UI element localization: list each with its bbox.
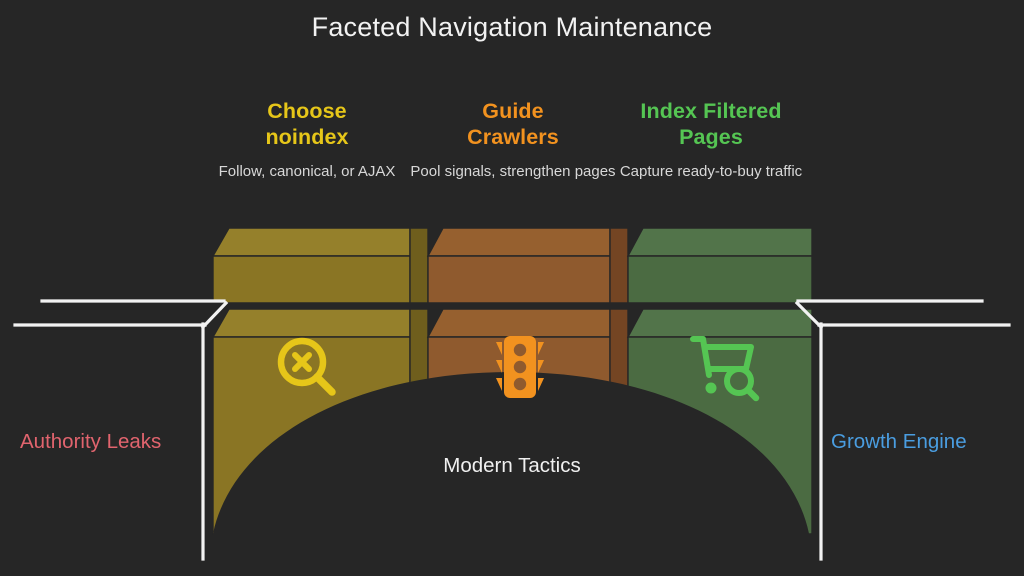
block-side-face — [409, 308, 429, 535]
block-group-index-filtered-pages — [609, 227, 813, 535]
cart-search-icon — [690, 336, 760, 402]
column-heading: Guide Crawlers — [398, 98, 628, 150]
arch-label: Modern Tactics — [443, 454, 581, 477]
block-side-face — [609, 308, 629, 535]
pylon-diagonal-right — [794, 300, 824, 330]
block-front-face — [212, 255, 411, 304]
page-title: Faceted Navigation Maintenance — [311, 12, 713, 42]
block-top-face — [426, 227, 611, 257]
block-front-face — [212, 336, 411, 535]
column-subtitle: Capture ready-to-buy traffic — [619, 163, 803, 180]
column-heading-line-2: Crawlers — [467, 125, 559, 149]
block-top-face — [426, 308, 611, 338]
road-lines-left — [13, 299, 229, 561]
road-lines-right — [794, 299, 1011, 561]
block-front-face — [627, 255, 813, 304]
block-side-face — [409, 227, 429, 304]
column-guide-crawlers: Guide Crawlers Pool signals, strengthen … — [398, 98, 628, 182]
block-top-face — [211, 227, 411, 257]
column-heading-line-1: Guide — [482, 99, 544, 123]
column-heading: Choose noindex — [192, 98, 422, 150]
side-label-left: Authority Leaks — [20, 430, 162, 453]
column-heading-line-2: noindex — [265, 125, 349, 149]
block-top-face — [626, 227, 813, 257]
column-heading-line-1: Choose — [267, 99, 347, 123]
traffic-light-icon — [496, 336, 544, 398]
block-front-face — [427, 255, 611, 304]
column-heading-line-2: Pages — [679, 125, 743, 149]
side-label-right: Growth Engine — [831, 430, 967, 453]
search-x-icon — [277, 337, 336, 396]
column-heading: Index Filtered Pages — [596, 98, 826, 150]
block-top-face — [211, 308, 411, 338]
pylon-diagonal-left — [200, 300, 229, 330]
column-subtitle: Follow, canonical, or AJAX — [218, 163, 396, 180]
block-top-face — [626, 308, 813, 338]
column-choose-noindex: Choose noindex Follow, canonical, or AJA… — [192, 98, 422, 182]
column-heading-line-1: Index Filtered — [640, 99, 782, 123]
block-side-face — [609, 227, 629, 304]
column-index-filtered-pages: Index Filtered Pages Capture ready-to-bu… — [596, 98, 826, 182]
column-subtitle: Pool signals, strengthen pages — [410, 163, 616, 180]
